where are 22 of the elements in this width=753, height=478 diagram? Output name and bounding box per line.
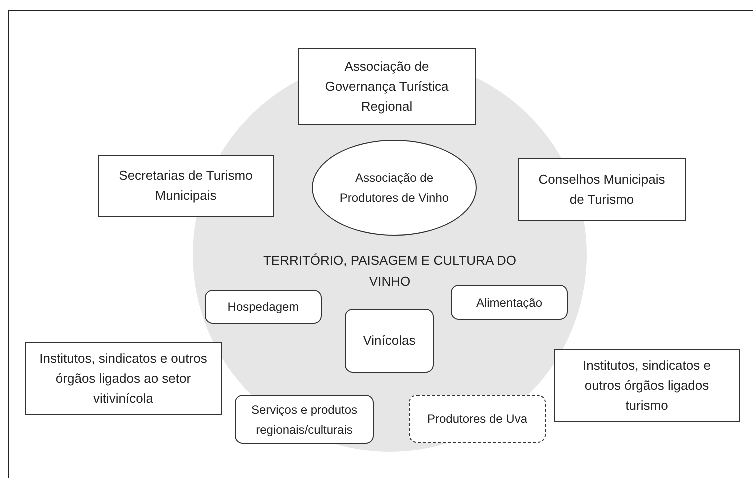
- node-label: Associação de Produtores de Vinho: [338, 170, 450, 207]
- service-box: [451, 285, 568, 320]
- actor-box: [298, 48, 476, 125]
- producer-box-dashed: [409, 395, 546, 443]
- territory-title: TERRITÓRIO, PAISAGEM E CULTURA DO VINHO: [262, 252, 518, 291]
- node-label: Institutos, sindicatos e outros órgãos ligados turismo: [582, 356, 712, 414]
- node-label: Alimentação: [476, 294, 543, 312]
- actor-box: [554, 349, 740, 422]
- node-label: Associação de Governança Turística Regional: [324, 58, 450, 116]
- actor-box: [25, 342, 222, 415]
- service-box: [205, 290, 322, 324]
- actor-box: [518, 158, 686, 221]
- node-label: Serviços e produtos regionais/culturais: [250, 402, 359, 438]
- node-label: Vinícolas: [363, 332, 416, 350]
- node-label: Hospedagem: [228, 299, 300, 316]
- node-label: Secretarias de Turismo Municipais: [118, 167, 254, 205]
- node-label: Conselhos Municipais de Turismo: [538, 170, 666, 208]
- service-box: [345, 309, 434, 373]
- service-box: [235, 395, 374, 444]
- actor-box: [98, 155, 274, 217]
- node-label: Produtores de Uva: [427, 411, 528, 428]
- node-label: Institutos, sindicatos e outros órgãos ligados ao setor vitivinícola: [38, 350, 208, 408]
